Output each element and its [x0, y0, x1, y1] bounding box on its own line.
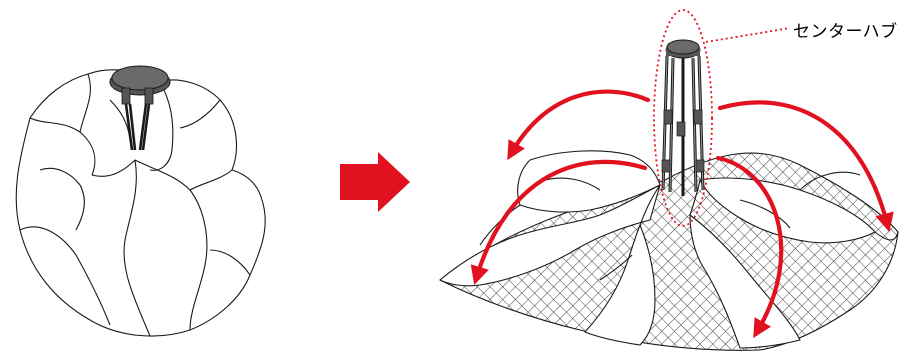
spread-arrow-upper-left [512, 92, 648, 152]
callout-leader-line [706, 28, 790, 42]
right-arrow-icon [340, 152, 410, 212]
folded-tent [16, 70, 265, 336]
center-hub-label: センターハブ [793, 17, 898, 42]
